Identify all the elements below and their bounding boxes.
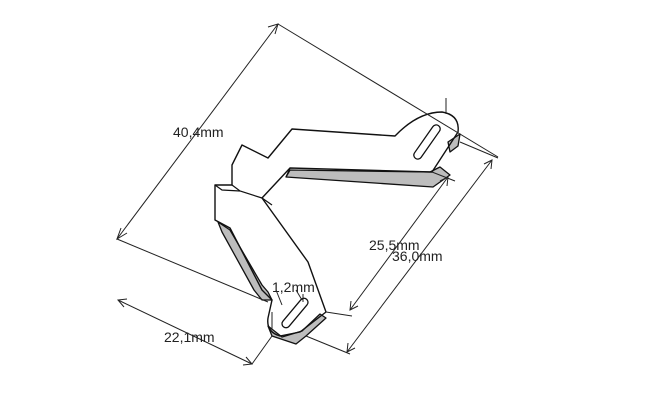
part-inner-edges	[214, 167, 291, 206]
dim-40-main	[116, 23, 279, 240]
dim-1-2-leader	[275, 289, 283, 306]
dim-36-main	[346, 159, 493, 353]
bend-edge-upper	[231, 184, 263, 199]
dim-36-ext-top	[459, 141, 499, 159]
dim-label-thickness: 1,2mm	[272, 279, 315, 295]
step-edge	[285, 167, 291, 178]
dim-22-ext	[251, 335, 273, 365]
dim-25-ext-bottom	[325, 311, 353, 317]
lower-slot	[281, 297, 309, 329]
dim-36-arrow-a	[483, 159, 493, 170]
mounting-slots	[281, 124, 441, 329]
part-thickness-faces	[217, 133, 461, 345]
dim-22-main	[117, 299, 253, 365]
dim-25-main	[349, 176, 449, 311]
dim-40-arrow-b	[267, 23, 279, 35]
dim-25-arrow-a	[439, 176, 449, 187]
upper-slot	[413, 124, 441, 160]
dim-25-arrow-b	[349, 300, 359, 311]
dim-label-overall-length: 36,0mm	[392, 248, 443, 264]
dim-label-overall-width: 40,4mm	[173, 124, 224, 140]
dim-36-arrow-b	[346, 342, 356, 353]
dim-25-ext-top	[431, 171, 456, 182]
dim-1-2-ext	[295, 289, 303, 301]
bend-edge-notch	[214, 184, 241, 192]
dim-36-ext-bottom	[305, 335, 351, 355]
dim-40-ext-bottom	[116, 238, 269, 303]
dim-22-arrow-a	[117, 298, 128, 308]
bracket-outline	[214, 111, 459, 337]
dim-label-lower-offset: 22,1mm	[164, 329, 215, 345]
dim-40-arrow-a	[116, 227, 128, 241]
dim-label-inner-span: 25,5mm	[369, 237, 420, 253]
upper-tab-edge-face	[447, 133, 461, 153]
dim-22-arrow-b	[242, 356, 253, 366]
dimension-lines	[116, 23, 499, 366]
dim-40-ext-top	[277, 23, 499, 158]
leg-edge	[261, 197, 273, 206]
left-leg-side-face	[217, 221, 273, 301]
